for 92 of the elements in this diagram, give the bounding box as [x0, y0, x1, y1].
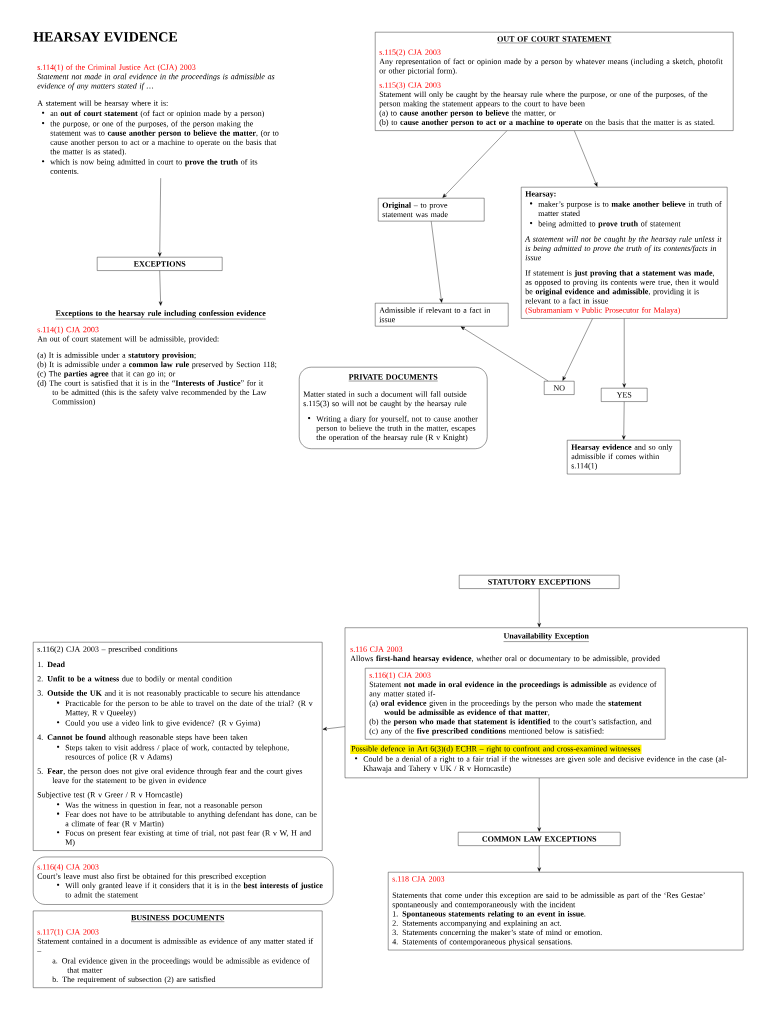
- bullet-point: Writing a diary for yourself, not to cause another person to believe the truth in the matter, escapes the operation of the hearsay rule (R v Knight): [308, 415, 478, 442]
- statute-box: [365, 668, 666, 740]
- arrow: [158, 270, 163, 306]
- body-text: Matter stated in such a document will fall outside s.115(3) so will not be caught by the hearsay rule: [303, 391, 467, 408]
- arrow: [431, 221, 443, 303]
- italic-note: A statement will not be caught by the hearsay rule unless it is being admitted to prove the truth of its contents/facts in issue: [524, 236, 722, 261]
- body-text: A statement will be hearsay where it is:: [37, 100, 168, 108]
- italic-note: Statement not made in oral evidence in the proceedings is admissible as evidence of any matters stated if …: [37, 73, 275, 91]
- list-item: (c) any of the five prescribed conditions mentioned below is satisfied:: [369, 727, 604, 736]
- list-item: (c) The parties agree that it can go in; or: [37, 370, 176, 379]
- box-heading: PRIVATE DOCUMENTS: [348, 374, 438, 382]
- list-item: (d) The court is satisfied that it is in the “Interests of Justice” for it to be admitted (this is the safety valve recommended by the Law Commission): [37, 380, 267, 406]
- body-text: An out of court statement will be admissible, provided:: [37, 335, 219, 344]
- bullet-point: Was the witness in question in fear, not a reasonable person: [57, 802, 263, 810]
- list-item: 5. Fear, the person does not give oral evidence through fear and the court gives leave for the statement to be given in evidence: [37, 768, 303, 785]
- statute-reference: s.114(1) of the Criminal Justice Act (CJA) 2003: [37, 64, 196, 72]
- statute-reference: s.115(3) CJA 2003: [379, 82, 441, 90]
- arrow: [537, 845, 541, 872]
- bullet-point: Will only granted leave if it considers that it is in the best interests of justice to admit the statement: [57, 882, 323, 898]
- statute-reference: s.115(2) CJA 2003: [379, 49, 441, 57]
- body-text: If statement is just proving that a statement was made, as opposed to proving its contents were true, then it would be original evidence and admissible, providing it is relevant to a fact in issue: [525, 269, 719, 304]
- body-text: s.116(2) CJA 2003 – prescribed conditions: [37, 646, 178, 654]
- bullet-point: an out of court statement (of fact or opinion made by a person): [42, 110, 264, 118]
- statute-reference: s.116(4) CJA 2003: [37, 863, 99, 872]
- box-heading: Unavailability Exception: [503, 632, 590, 642]
- list-item: 2. Statements accompanying and explaining an act.: [392, 920, 561, 928]
- body-text: Allows first-hand hearsay evidence, whether oral or documentary to be admissible, provided: [350, 655, 660, 663]
- label-box: STATUTORY EXCEPTIONS: [459, 575, 620, 589]
- bullet-point: Could be a denial of a right to a fair trial if the witnesses are given sole and decisive evidence in the case (al-Khawaja and Tahery v UK / R v Horncastle): [355, 756, 727, 773]
- statute-reference: s.116 CJA 2003: [350, 646, 403, 652]
- body-text: Any representation of fact or opinion made by a person by whatever means (including a sketch, photofit or other pictorial form).: [379, 58, 723, 76]
- arrow: [562, 318, 593, 381]
- list-item: 4. Statements of contemporaneous physical sensations.: [392, 938, 573, 947]
- list-item: (b) It is admissible under a common law rule preserved by Section 118;: [37, 361, 277, 369]
- arrow: [622, 401, 626, 440]
- statute-reference: s.114(1) CJA 2003: [37, 326, 99, 334]
- list-item: (a) It is admissible under a statutory provision;: [37, 352, 196, 360]
- arrow: [622, 318, 626, 388]
- list-item: 1. Spontaneous statements relating to an event in issue.: [392, 910, 586, 919]
- bullet-point: Fear does not have to be attributable to anything defendant has done, can be a climate of fear (R v Martin): [57, 811, 317, 828]
- list-item: b. The requirement of subsection (2) are satisfied: [52, 976, 216, 984]
- rounded-box: [33, 856, 334, 905]
- bullet-point: Practicable for the person to be able to travel on the date of the trial? (R v Mattey, R v Queeley): [57, 700, 313, 717]
- bullet-point: Could you use a video link to give evidence? (R v Gyima): [57, 720, 260, 728]
- info-box: [521, 187, 728, 319]
- info-box: Original – to prove statement was made: [378, 198, 485, 222]
- bullet-point: Focus on present fear existing at time of trial, not past fear (R v W, H and M): [57, 829, 311, 847]
- highlighted-note: Possible defence in Art 6(3)(d) ECHR – right to confront and cross-examined witnesses: [350, 744, 642, 755]
- arrow: [537, 588, 541, 628]
- bullet-point: which is now being admitted in court to prove the truth of its contents.: [42, 158, 258, 174]
- arrow: [322, 726, 345, 731]
- page-title: HEARSAY EVIDENCE: [33, 32, 178, 42]
- bullet-point: Steps taken to visit address / place of work, contacted by telephone, resources of police (R v Adams): [57, 744, 289, 762]
- info-box: Admissible if relevant to a fact in issue: [375, 303, 509, 327]
- info-box: Hearsay evidence and so only admissible if comes within s.114(1): [567, 440, 681, 475]
- box-heading: BUSINESS DOCUMENTS: [130, 914, 225, 922]
- statute-reference: s.116(1) CJA 2003: [369, 672, 431, 680]
- list-item: 4. Cannot be found although reasonable steps have been taken: [37, 734, 248, 742]
- list-item: 2. Unfit to be a witness due to bodily or mental condition: [37, 675, 232, 684]
- arrow: [158, 177, 162, 257]
- info-box: [375, 32, 734, 131]
- box-heading: Hearsay:: [525, 191, 556, 199]
- list-item: 1. Dead: [37, 661, 65, 668]
- arrow: [460, 326, 549, 382]
- box-heading: Exceptions to the hearsay rule including confession evidence: [55, 310, 266, 320]
- body-text: Court’s leave must also first be obtained for this prescribed exception: [37, 873, 266, 881]
- section-box: [344, 627, 748, 779]
- rounded-box: [299, 367, 488, 449]
- info-box: [33, 910, 323, 988]
- list-item: (b) to cause another person to act or a machine to operate on the basis that the matter is as stated.: [379, 119, 715, 127]
- arrow: [537, 777, 541, 832]
- answer-box: NO: [544, 381, 575, 395]
- label-box: EXCEPTIONS: [97, 257, 223, 271]
- arrow: [442, 130, 508, 198]
- conditions-box: [33, 642, 323, 851]
- list-item: (a) oral evidence given in the proceedings by the person who made the statement would be admissible as evidence of that matter,: [369, 700, 642, 717]
- body-text: Subjective test (R v Greer / R v Horncastle): [37, 791, 183, 800]
- arrow: [574, 130, 598, 187]
- box-heading: OUT OF COURT STATEMENT: [496, 36, 612, 44]
- list-item: 3. Outside the UK and it is not reasonably practicable to secure his attendance: [37, 690, 300, 698]
- bullet-point: being admitted to prove truth of statement: [530, 220, 681, 229]
- bullet-point: the purpose, or one of the purposes, of the person making the statement was to cause another person to believe the matter, (or to cause another person to act or a machine to operate on the basis that the matter is as stated).: [42, 120, 279, 156]
- list-item: 3. Statements concerning the maker’s state of mind or emotion.: [392, 929, 602, 937]
- answer-box: YES: [601, 388, 648, 402]
- statute-reference: (Subramaniam v Public Prosecutor for Malaya): [525, 307, 680, 315]
- info-box: [388, 872, 744, 951]
- body-text: Statements that come under this exception are said to be admissible as part of the ‘Res Gestae’ spontaneously and contemporaneously with the incident: [392, 892, 705, 909]
- label-box: COMMON LAW EXCEPTIONS: [458, 832, 621, 846]
- statute-reference: s.118 CJA 2003: [392, 876, 445, 882]
- list-item: (a) to cause another person to believe the matter, or: [379, 110, 556, 118]
- statute-reference: s.117(1) CJA 2003: [37, 928, 99, 937]
- list-item: (b) the person who made that statement is identified to the court’s satisfaction, and: [369, 718, 652, 726]
